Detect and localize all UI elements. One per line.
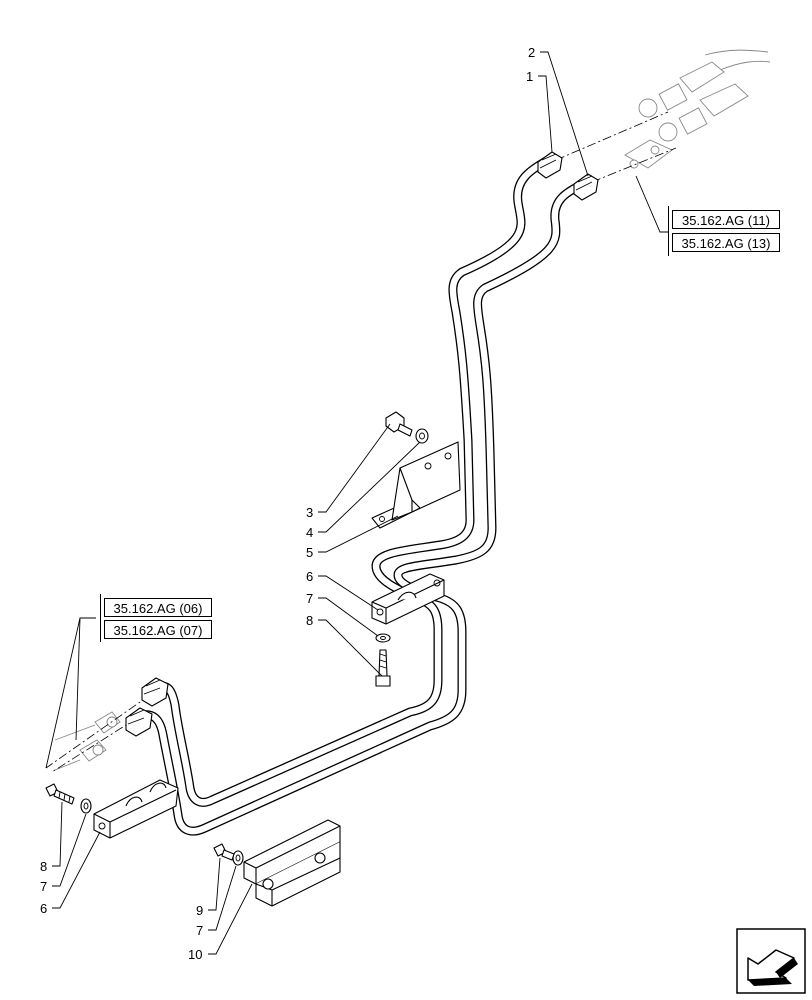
ghost-valve-assembly <box>624 49 771 169</box>
bolt-item-3 <box>385 411 413 437</box>
pipe-nut-1 <box>537 151 563 179</box>
ref-bracket-left <box>100 594 101 642</box>
callout-5: 5 <box>306 545 313 560</box>
washer-item-4 <box>415 428 429 444</box>
hydraulic-pipe-1 <box>151 155 553 807</box>
leader-lines <box>45 51 668 955</box>
bolt-item-8-lower <box>45 783 75 805</box>
callout-numbers: 2 1 3 4 5 6 7 8 8 7 6 9 7 10 <box>40 45 535 962</box>
plate-item-10 <box>243 819 341 907</box>
pipe-nut-2 <box>573 173 599 201</box>
callout-2: 2 <box>528 45 535 60</box>
clamp-item-6-lower <box>93 779 179 839</box>
next-page-arrow-icon[interactable] <box>736 928 806 994</box>
bolt-item-8-middle <box>375 649 391 687</box>
reference-box[interactable]: 35.162.AG (13) <box>672 233 780 252</box>
reference-box[interactable]: 35.162.AG (07) <box>104 620 212 639</box>
pipe-nut-3 <box>141 677 169 707</box>
callout-8-middle: 8 <box>306 613 313 628</box>
callout-4: 4 <box>306 525 313 540</box>
bolt-item-9 <box>213 843 235 861</box>
callout-7-plate: 7 <box>196 923 203 938</box>
hydraulic-pipe-2 <box>135 178 590 836</box>
callout-6-lower: 6 <box>40 901 47 916</box>
callout-6-middle: 6 <box>306 569 313 584</box>
callout-8-lower: 8 <box>40 859 47 874</box>
pipe-nut-4 <box>125 707 153 737</box>
reference-box[interactable]: 35.162.AG (06) <box>104 598 212 617</box>
washer-item-7-middle <box>375 633 391 643</box>
reference-box[interactable]: 35.162.AG (11) <box>672 210 780 229</box>
callout-9: 9 <box>196 903 203 918</box>
ghost-left-fittings <box>54 711 121 771</box>
callout-10: 10 <box>188 947 202 962</box>
bracket-item-5 <box>371 441 461 529</box>
clamp-item-6-upper <box>371 573 445 625</box>
callout-3: 3 <box>306 505 313 520</box>
washer-item-7-lower <box>80 798 92 814</box>
washer-item-7-plate <box>232 850 244 866</box>
centerlines <box>45 111 677 773</box>
callout-1: 1 <box>526 69 533 84</box>
ref-bracket-top-right <box>668 206 669 256</box>
callout-7-lower: 7 <box>40 879 47 894</box>
callout-7-middle: 7 <box>306 591 313 606</box>
